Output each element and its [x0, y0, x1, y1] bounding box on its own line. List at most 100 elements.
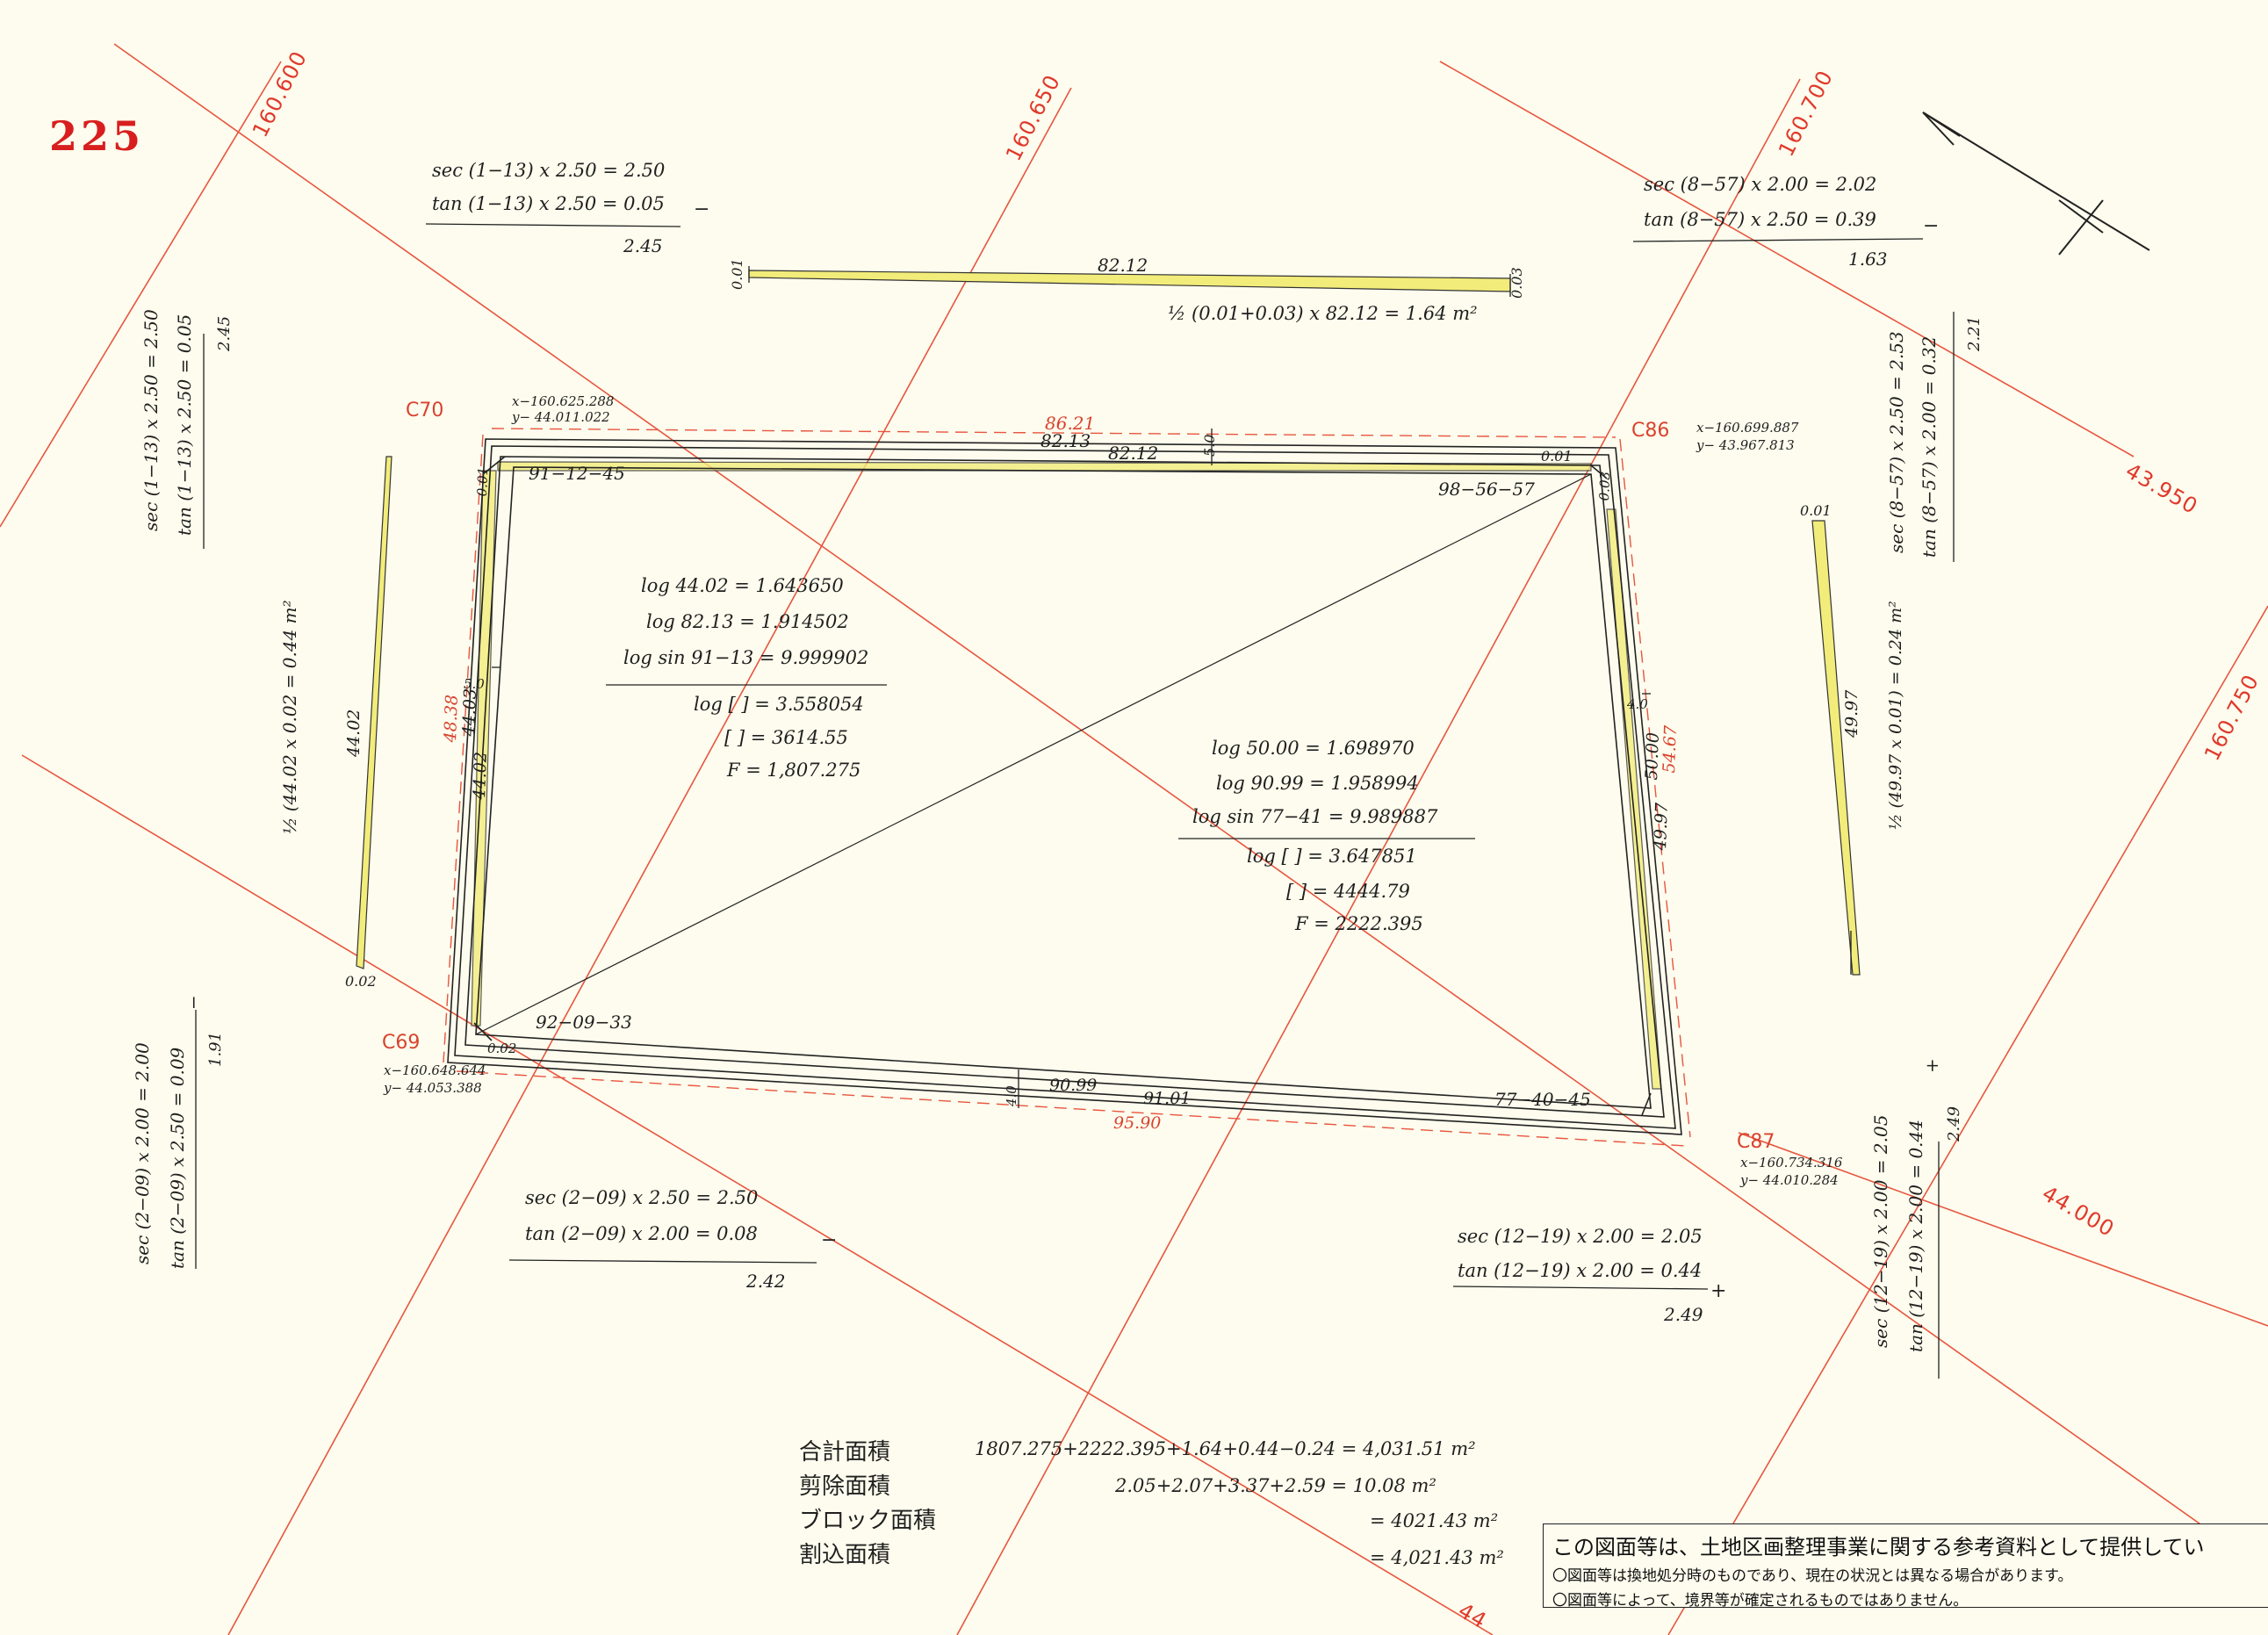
corner-c70-y: y− 44.011.022 — [512, 409, 610, 425]
edge-left-width: 5.0 — [464, 676, 485, 692]
log-b-2: log 90.99 = 1.958994 — [1216, 773, 1419, 794]
calc-top-left-2: tan (1−13) x 2.50 = 0.05 — [432, 193, 665, 214]
summary-val-cut: 2.05+2.07+3.37+2.59 = 10.08 m² — [1115, 1475, 1436, 1496]
corner-c87-y: y− 44.010.284 — [1740, 1172, 1839, 1188]
corner-c69-y: y− 44.053.388 — [384, 1080, 482, 1096]
edge-bottom-2: 90.99 — [1049, 1076, 1098, 1095]
angle-c87: 77−40−45 — [1494, 1089, 1591, 1110]
strip-left-end: 0.02 — [345, 973, 377, 990]
calc-top-right-1: sec (8−57) x 2.00 = 2.02 — [1644, 174, 1877, 195]
angle-c70: 91−12−45 — [529, 463, 625, 484]
log-a-2: log 82.13 = 1.914502 — [646, 611, 849, 632]
strip-top-length: 82.12 — [1098, 255, 1148, 276]
strip-left — [356, 456, 392, 969]
strip-top-left-end: 0.01 — [729, 258, 745, 290]
calc-top-right-sign: − — [1923, 215, 1940, 237]
grid-lines — [0, 43, 2268, 1635]
edge-top-right-small: 0.01 — [1541, 448, 1573, 465]
page-number: 225 — [49, 112, 145, 160]
calc-right-vertical-res: 2.21 — [1965, 315, 1984, 351]
calc-right-vertical-2: tan (8−57) x 2.00 = 0.32 — [1919, 335, 1940, 558]
corner-c70-x: x−160.625.288 — [512, 393, 615, 409]
calc-right-vertical-1: sec (8−57) x 2.50 = 2.53 — [1886, 331, 1907, 553]
edge-top-red: 86.21 — [1045, 413, 1096, 434]
summary-label-block: ブロック面積 — [799, 1508, 937, 1534]
calc-left-vertical-2: tan (1−13) x 2.50 = 0.05 — [174, 313, 195, 536]
calc-bottom-right-vertical-2: tan (12−19) x 2.00 = 0.44 — [1905, 1120, 1926, 1352]
log-a-4: log [ ] = 3.558054 — [694, 694, 864, 715]
log-b-5: [ ] = 4444.79 — [1286, 881, 1410, 902]
calc-rules — [195, 223, 1955, 1379]
calc-bottom-right-1: sec (12−19) x 2.00 = 2.05 — [1458, 1226, 1703, 1247]
log-a-1: log 44.02 = 1.643650 — [641, 575, 844, 596]
corner-c70: C70 — [406, 400, 444, 421]
strip-right — [1811, 520, 1861, 976]
strip-left-formula: ½ (44.02 x 0.02 = 0.44 m² — [279, 600, 300, 834]
edge-bottom-red: 95.90 — [1113, 1113, 1162, 1133]
strip-right-end: 0.01 — [1800, 502, 1832, 519]
calc-bottom-left-2: tan (2−09) x 2.00 = 0.08 — [525, 1223, 758, 1244]
strip-left-length: 44.02 — [344, 709, 364, 757]
dimension-lines — [492, 266, 1852, 1108]
edge-bottom-1: 91.01 — [1143, 1089, 1192, 1108]
log-a-5: [ ] = 3614.55 — [724, 727, 848, 748]
calc-top-left-1: sec (1−13) x 2.50 = 2.50 — [432, 160, 666, 181]
log-b-6: F = 2222.395 — [1295, 913, 1423, 934]
calc-bottom-left-vertical-res: 1.91 — [206, 1031, 225, 1067]
strip-parcel-top — [497, 461, 1592, 472]
edge-right-2: 49.97 — [1651, 802, 1672, 851]
calc-bottom-left-res: 2.42 — [746, 1271, 786, 1292]
edge-top-1: 82.13 — [1040, 430, 1091, 451]
corner-c69: C69 — [382, 1032, 421, 1054]
calc-bottom-right-vertical-sign: + — [1921, 1058, 1942, 1073]
calc-top-right-res: 1.63 — [1848, 248, 1888, 270]
strip-top-right-end: 0.03 — [1508, 267, 1525, 299]
edge-left-1: 44.03 — [459, 688, 480, 737]
calc-bottom-left-vertical-1: sec (2−09) x 2.00 = 2.00 — [132, 1042, 153, 1264]
angle-c86: 98−56−57 — [1438, 479, 1535, 500]
calc-bottom-right-2: tan (12−19) x 2.00 = 0.44 — [1458, 1260, 1703, 1281]
edge-right-1: 50.00 — [1642, 731, 1663, 781]
calc-bottom-left-sign: − — [821, 1229, 838, 1251]
disclaimer-box: この図面等は、土地区画整理事業に関する参考資料として提供してい 〇図面等は換地処… — [1543, 1523, 2268, 1608]
log-a-3: log sin 91−13 = 9.999902 — [623, 647, 869, 668]
edge-bottom-left-small: 0.02 — [487, 1041, 517, 1056]
corner-c86-x: x−160.699.887 — [1696, 420, 1799, 436]
calc-bottom-left-1: sec (2−09) x 2.50 = 2.50 — [525, 1187, 759, 1208]
calc-top-left-sign: − — [694, 198, 710, 220]
summary-val-block: = 4021.43 m² — [1370, 1510, 1499, 1531]
calc-bottom-right-res: 2.49 — [1664, 1304, 1703, 1325]
log-b-4: log [ ] = 3.647851 — [1247, 846, 1417, 867]
summary-label-alloc: 割込面積 — [799, 1542, 891, 1568]
edge-left-top-small: 0.01 — [474, 466, 492, 497]
strip-right-formula: ½ (49.97 x 0.01) = 0.24 m² — [1886, 601, 1905, 830]
calc-left-vertical-res: 2.45 — [215, 315, 234, 351]
log-a-6: F = 1,807.275 — [727, 760, 861, 781]
summary-label-total: 合計面積 — [799, 1439, 891, 1466]
summary-val-total: 1807.275+2222.395+1.64+0.44−0.24 = 4,031… — [975, 1438, 1476, 1459]
log-b-1: log 50.00 = 1.698970 — [1212, 738, 1415, 759]
disclaimer-line-2: 〇図面等は換地処分時のものであり、現在の状況とは異なる場合があります。 — [1552, 1567, 2073, 1585]
edge-right-width: 4.0 — [1627, 696, 1648, 712]
corner-c86: C86 — [1631, 420, 1670, 442]
parcel-outline — [447, 438, 1682, 1135]
strip-right-length: 49.97 — [1842, 689, 1861, 738]
calc-bottom-right-sign: + — [1710, 1280, 1727, 1302]
strips — [356, 270, 1861, 1090]
edge-bottom-width: 4.0 — [1004, 1085, 1019, 1106]
edge-left-2: 44.02 — [470, 751, 491, 800]
corner-c87: C87 — [1737, 1131, 1775, 1153]
edge-right-top-small: 0.03 — [1596, 471, 1614, 501]
offset-lines — [443, 428, 1691, 1147]
corner-c86-y: y− 43.967.813 — [1696, 437, 1795, 453]
summary-label-cut: 剪除面積 — [799, 1473, 891, 1500]
calc-top-right-2: tan (8−57) x 2.50 = 0.39 — [1644, 209, 1876, 230]
calc-bottom-left-vertical-sign: − — [183, 995, 204, 1010]
corner-c87-x: x−160.734.316 — [1740, 1155, 1843, 1170]
calc-bottom-right-vertical-res: 2.49 — [1945, 1106, 1963, 1142]
corner-c69-x: x−160.648.644 — [384, 1062, 486, 1078]
calc-left-vertical-1: sec (1−13) x 2.50 = 2.50 — [140, 309, 162, 531]
calc-bottom-right-vertical-1: sec (12−19) x 2.00 = 2.05 — [1870, 1114, 1891, 1348]
disclaimer-line-1: この図面等は、土地区画整理事業に関する参考資料として提供してい — [1552, 1535, 2205, 1559]
